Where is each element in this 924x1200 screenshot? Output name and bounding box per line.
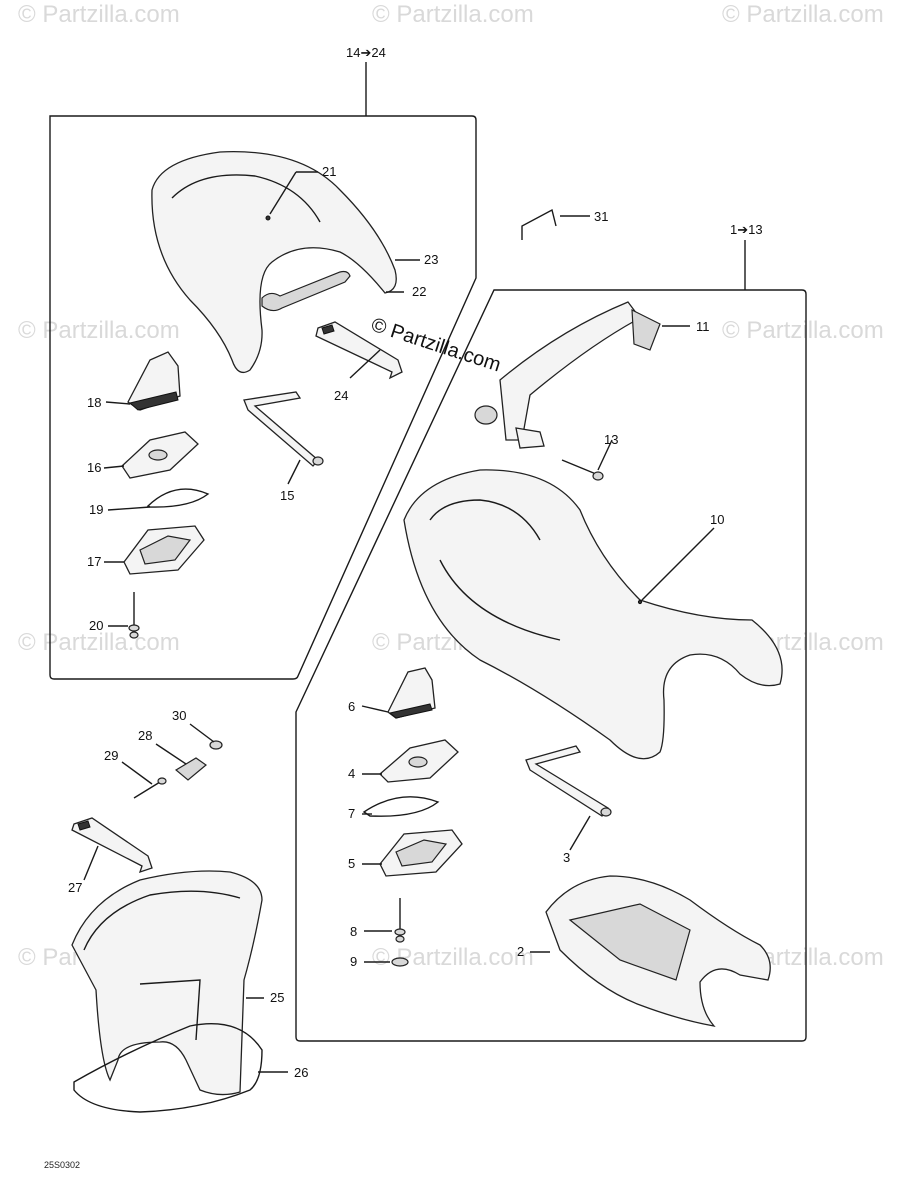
callout-11: 11 — [696, 319, 710, 334]
callout-23: 23 — [424, 252, 438, 267]
callout-17: 17 — [87, 554, 101, 569]
callout-21: 21 — [322, 164, 336, 179]
leader-lines — [83, 171, 715, 1073]
cap-28 — [174, 757, 207, 781]
callout-10: 10 — [710, 512, 724, 527]
callout-15: 15 — [280, 488, 294, 503]
callout-6: 6 — [348, 699, 355, 714]
latch-18 — [127, 351, 181, 411]
latch-6 — [387, 667, 436, 719]
callout-4: 4 — [348, 766, 355, 781]
washer-30 — [209, 740, 223, 750]
seat-base-2 — [545, 875, 771, 1027]
bolt-13 — [474, 405, 604, 481]
callout-3: 3 — [563, 850, 570, 865]
callout-20: 20 — [89, 618, 103, 633]
group-label-14-24: 14➔24 — [346, 45, 386, 60]
group-frame-upper-left: 14➔24 — [49, 45, 477, 680]
strap-loop-19 — [146, 488, 210, 508]
watermark: © Partzilla.com — [372, 1, 534, 28]
l-rod-15 — [243, 391, 324, 467]
callout-19: 19 — [89, 502, 103, 517]
strap-27 — [71, 817, 153, 874]
watermark: © Partzilla.com — [18, 317, 180, 344]
callout-27: 27 — [68, 880, 82, 895]
callout-18: 18 — [87, 395, 101, 410]
callout-22: 22 — [412, 284, 426, 299]
watermark: © Partzilla.com — [722, 317, 884, 344]
watermark: © Partzilla.com — [18, 629, 180, 656]
callout-31: 31 — [594, 209, 608, 224]
watermark: © Partzilla.com — [372, 944, 534, 971]
watermark: © Partzilla.com — [722, 1, 884, 28]
callout-8: 8 — [350, 924, 357, 939]
pin-8 — [394, 898, 406, 943]
callout-5: 5 — [348, 856, 355, 871]
callout-25: 25 — [270, 990, 284, 1005]
callout-9: 9 — [350, 954, 357, 969]
storage-bin-25 — [71, 870, 263, 1096]
callout-7: 7 — [348, 806, 355, 821]
receiver-5 — [379, 829, 463, 877]
group-frame-right: 1➔13 — [295, 222, 807, 1042]
callout-29: 29 — [104, 748, 118, 763]
rear-seat-cushion — [151, 151, 397, 374]
callout-2: 2 — [517, 944, 524, 959]
clip-31 — [521, 208, 557, 240]
bolt-29 — [133, 777, 167, 799]
callout-24: 24 — [334, 388, 348, 403]
l-rod-3 — [525, 745, 612, 817]
callout-30: 30 — [172, 708, 186, 723]
callout-26: 26 — [294, 1065, 308, 1080]
receiver-17 — [123, 525, 205, 575]
pin-20 — [128, 592, 140, 639]
callout-16: 16 — [87, 460, 101, 475]
bracket-4 — [379, 739, 459, 783]
watermark: © Partzilla.com — [18, 1, 180, 28]
grab-handle-11 — [499, 301, 661, 441]
main-seat-10 — [403, 469, 783, 760]
seat-strap — [315, 321, 403, 380]
group-label-1-13: 1➔13 — [730, 222, 763, 237]
drawing-code: 25S0302 — [44, 1160, 80, 1170]
callouts: 21 23 22 24 15 18 16 19 17 20 31 11 13 1… — [68, 164, 724, 1080]
washer-9 — [391, 957, 409, 967]
callout-28: 28 — [138, 728, 152, 743]
watermark-layer: © Partzilla.com © Partzilla.com © Partzi… — [18, 1, 884, 971]
callout-13: 13 — [604, 432, 618, 447]
bracket-16 — [121, 431, 199, 479]
strap-loop-7 — [362, 796, 440, 817]
